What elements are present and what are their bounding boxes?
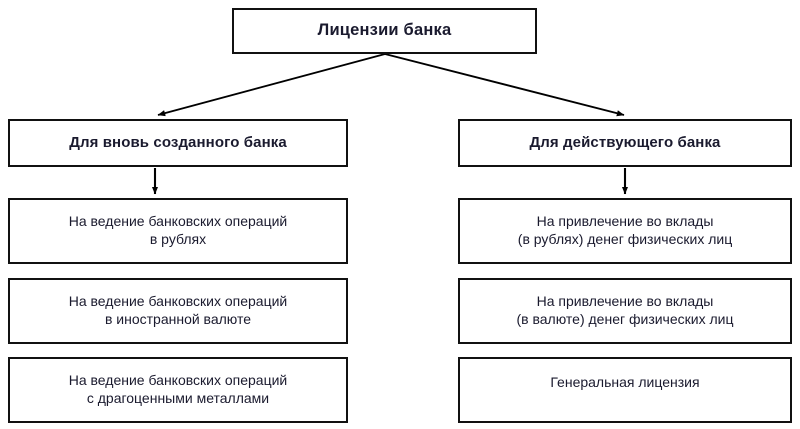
node-category-operating-bank[interactable]: Для действующего банка: [458, 119, 792, 167]
node-license-operations-precious-metals[interactable]: На ведение банковских операций с драгоце…: [8, 357, 348, 423]
node-label: Генеральная лицензия: [550, 374, 700, 391]
node-license-general[interactable]: Генеральная лицензия: [458, 357, 792, 423]
node-label: На ведение банковских операций в иностра…: [68, 293, 288, 327]
node-license-deposits-foreign-currency[interactable]: На привлечение во вклады (в валюте) дене…: [458, 278, 792, 344]
node-category-new-bank[interactable]: Для вновь созданного банка: [8, 119, 348, 167]
node-label: На привлечение во вклады (в рублях) дене…: [517, 213, 733, 247]
connector-root-to-right-branch: [384, 53, 625, 117]
node-license-operations-foreign-currency[interactable]: На ведение банковских операций в иностра…: [8, 278, 348, 344]
node-label: Лицензии банка: [317, 21, 452, 40]
node-label: Для действующего банка: [529, 134, 721, 152]
node-license-deposits-rubles[interactable]: На привлечение во вклады (в рублях) дене…: [458, 198, 792, 264]
node-label: На ведение банковских операций с драгоце…: [68, 372, 288, 406]
node-bank-licenses-root[interactable]: Лицензии банка: [232, 8, 537, 54]
connector-root-to-left-branch: [157, 53, 386, 117]
node-label: На ведение банковских операций в рублях: [68, 213, 288, 247]
node-license-operations-rubles[interactable]: На ведение банковских операций в рублях: [8, 198, 348, 264]
node-label: Для вновь созданного банка: [69, 134, 287, 152]
node-label: На привлечение во вклады (в валюте) дене…: [516, 293, 734, 327]
